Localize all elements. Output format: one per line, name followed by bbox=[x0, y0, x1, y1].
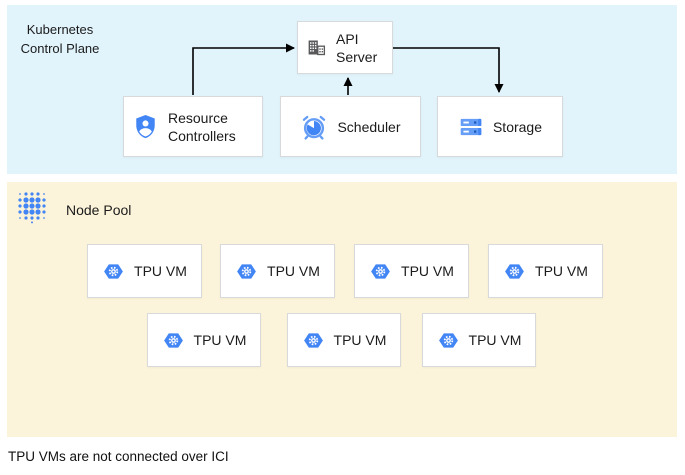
tpu-vm-box: TPU VM bbox=[354, 244, 469, 298]
hexagon-gear-icon bbox=[235, 260, 258, 283]
scheduler-box: Scheduler bbox=[280, 96, 421, 157]
tpu-vm-box: TPU VM bbox=[422, 313, 536, 367]
node-pool-header: Node Pool bbox=[14, 189, 131, 230]
tpu-vm-box: TPU VM bbox=[287, 313, 401, 367]
hexagon-gear-icon bbox=[369, 260, 392, 283]
tpu-vm-label: TPU VM bbox=[401, 263, 454, 279]
shield-user-icon bbox=[132, 113, 159, 140]
tpu-vm-box: TPU VM bbox=[488, 244, 603, 298]
scheduler-label: Scheduler bbox=[337, 118, 401, 135]
node-pool-panel bbox=[7, 182, 677, 437]
tpu-vm-label: TPU VM bbox=[134, 263, 187, 279]
storage-label: Storage bbox=[492, 118, 543, 135]
hexagon-gear-icon bbox=[503, 260, 526, 283]
storage-box: Storage bbox=[437, 96, 563, 157]
tpu-vm-label: TPU VM bbox=[535, 263, 588, 279]
node-pool-label: Node Pool bbox=[66, 201, 132, 218]
api-server-label: API Server bbox=[336, 30, 378, 65]
resource-controllers-box: Resource Controllers bbox=[123, 96, 263, 157]
api-server-box: API Server bbox=[297, 21, 393, 74]
tpu-vm-box: TPU VM bbox=[87, 244, 202, 298]
tpu-vm-label: TPU VM bbox=[193, 332, 247, 348]
resource-controllers-label: Resource Controllers bbox=[168, 109, 236, 144]
alarm-clock-icon bbox=[300, 113, 328, 141]
tpu-vm-box: TPU VM bbox=[147, 313, 261, 367]
dot-cluster-icon bbox=[14, 189, 50, 230]
caption-text: TPU VMs are not connected over ICI bbox=[8, 449, 229, 464]
tpu-vm-label: TPU VM bbox=[267, 263, 320, 279]
tpu-vm-label: TPU VM bbox=[468, 332, 522, 348]
server-stack-icon bbox=[458, 114, 484, 140]
hexagon-gear-icon bbox=[102, 260, 125, 283]
hexagon-gear-icon bbox=[162, 329, 185, 352]
control-plane-label: Kubernetes Control Plane bbox=[20, 22, 100, 56]
tpu-vm-label: TPU VM bbox=[333, 332, 387, 348]
hexagon-gear-icon bbox=[437, 329, 460, 352]
building-icon bbox=[306, 37, 327, 58]
tpu-vm-box: TPU VM bbox=[220, 244, 335, 298]
hexagon-gear-icon bbox=[302, 329, 325, 352]
